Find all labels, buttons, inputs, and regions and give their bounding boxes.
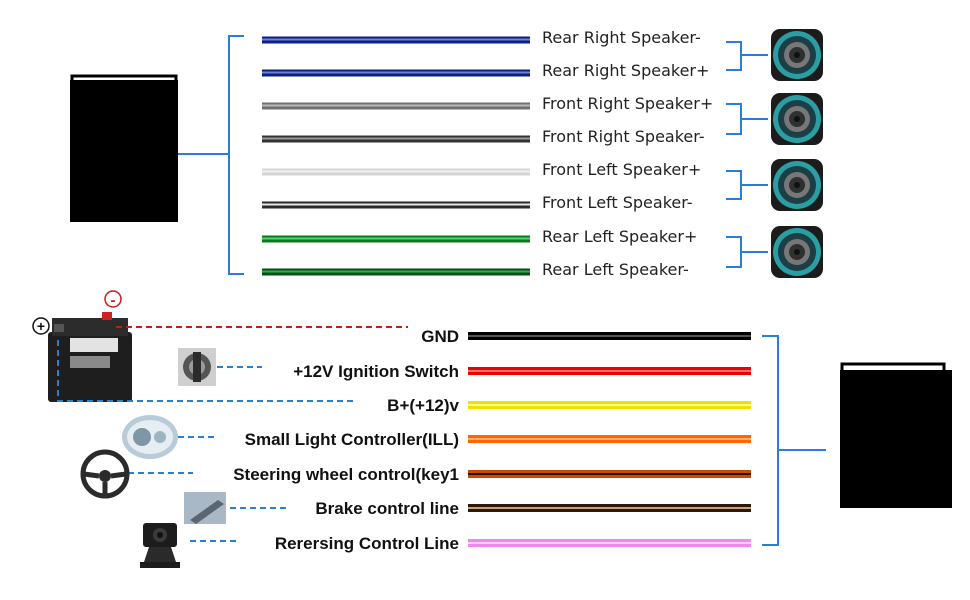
power-wire-shine — [468, 404, 751, 406]
speaker-wire-shine — [262, 137, 530, 140]
power-wire-label: GND — [421, 327, 459, 346]
speaker-wire-label: Rear Left Speaker+ — [542, 227, 697, 246]
ignition-key-icon — [178, 348, 216, 386]
power-wire-label: Brake control line — [315, 499, 459, 518]
reverse-camera-icon — [140, 523, 180, 568]
svg-text:-: - — [111, 292, 116, 309]
speaker-icon — [771, 93, 823, 145]
speaker-wire-shine — [262, 203, 530, 206]
speaker-wire-label: Rear Left Speaker- — [542, 260, 689, 279]
speaker-wire-label: Front Left Speaker+ — [542, 160, 701, 179]
steering-wheel-icon — [80, 449, 130, 499]
speaker-wire-shine — [262, 170, 530, 173]
speaker-pair-brackets — [726, 41, 768, 268]
speaker-wire-label: Front Left Speaker- — [542, 193, 693, 212]
power-wire-shine — [468, 335, 751, 337]
battery-plus-terminal: + — [32, 317, 50, 335]
speaker-icon — [771, 29, 823, 81]
power-wire-label: B+(+12)v — [387, 396, 459, 415]
speaker-wire-label: Front Right Speaker- — [542, 127, 705, 146]
speaker-bracket — [178, 35, 244, 275]
speaker-wire-shine — [262, 237, 530, 240]
leader-lines — [57, 326, 408, 542]
power-wire-label: Small Light Controller(ILL) — [245, 430, 459, 449]
speaker-wire-group: Rear Right Speaker- Rear Right Speaker+ Fr… — [262, 28, 713, 279]
speaker-harness-connector-icon — [70, 74, 178, 222]
power-wire-label: Rerersing Control Line — [275, 534, 459, 553]
speaker-wire-label: Rear Right Speaker+ — [542, 61, 709, 80]
speaker-icon — [771, 159, 823, 211]
power-wire-shine — [468, 438, 751, 440]
power-wire-shine — [468, 507, 751, 509]
speaker-wire-label: Front Right Speaker+ — [542, 94, 713, 113]
speaker-wire-shine — [262, 38, 530, 41]
svg-text:+: + — [37, 318, 45, 334]
speaker-icon — [771, 226, 823, 278]
power-wire-label: +12V Ignition Switch — [293, 362, 459, 381]
power-wire-shine — [468, 370, 751, 372]
speaker-wire-shine — [262, 104, 530, 107]
speaker-wire-label: Rear Right Speaker- — [542, 28, 701, 47]
power-wire-label: Steering wheel control(key1 — [233, 465, 459, 484]
brake-pedal-icon — [184, 492, 226, 524]
battery-minus-terminal: - — [104, 290, 122, 309]
power-wire-shine — [468, 473, 751, 475]
battery-icon — [48, 312, 132, 402]
speaker-wire-shine — [262, 270, 530, 273]
headlight-icon — [122, 415, 178, 459]
power-wire-shine — [468, 542, 751, 544]
power-bracket — [762, 335, 826, 546]
speaker-wire-shine — [262, 71, 530, 74]
power-harness-connector-icon — [840, 362, 952, 508]
